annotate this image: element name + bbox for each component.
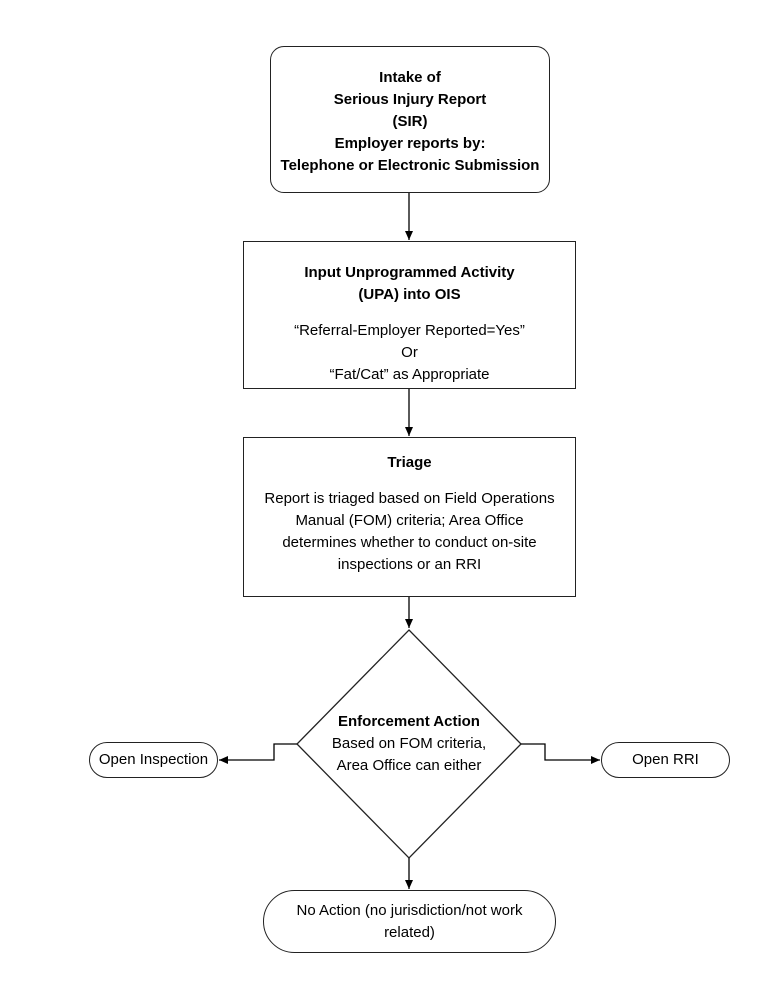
triage-text-2: Manual (FOM) criteria; Area Office	[295, 512, 524, 529]
no-action-node: No Action (no jurisdiction/not work rela…	[263, 890, 556, 953]
intake-title-3: (SIR)	[392, 113, 428, 130]
decision-title: Enforcement Action	[338, 713, 480, 730]
intake-title-5: Telephone or Electronic Submission	[280, 157, 540, 174]
upa-text-3: “Fat/Cat” as Appropriate	[329, 366, 490, 383]
triage-text-1: Report is triaged based on Field Operati…	[264, 490, 555, 507]
triage-title: Triage	[387, 454, 432, 471]
triage-text-3: determines whether to conduct on-site	[282, 534, 537, 551]
upa-text-2: Or	[401, 344, 418, 361]
triage-text-4: inspections or an RRI	[337, 556, 482, 573]
no-action-text-1: No Action (no jurisdiction/not work	[296, 902, 523, 919]
triage-box: Triage Report is triaged based on Field …	[243, 437, 576, 597]
decision-text-2: Area Office can either	[336, 757, 482, 774]
arrow-decision-to-inspection	[219, 743, 297, 764]
decision-text-1: Based on FOM criteria,	[331, 735, 487, 752]
intake-title-4: Employer reports by:	[334, 135, 486, 152]
decision-label: Enforcement Action Based on FOM criteria…	[309, 711, 509, 777]
arrow-decision-to-rri	[521, 743, 600, 764]
open-inspection-label: Open Inspection	[98, 751, 209, 768]
upa-title-2: (UPA) into OIS	[358, 286, 461, 303]
open-inspection-node: Open Inspection	[89, 742, 218, 778]
upa-box: Input Unprogrammed Activity (UPA) into O…	[243, 241, 576, 389]
open-rri-label: Open RRI	[632, 751, 699, 768]
open-rri-node: Open RRI	[601, 742, 730, 778]
upa-text-1: “Referral-Employer Reported=Yes”	[294, 322, 525, 339]
intake-box: Intake of Serious Injury Report (SIR) Em…	[270, 46, 550, 193]
intake-title-2: Serious Injury Report	[333, 91, 487, 108]
intake-title-1: Intake of	[379, 69, 441, 86]
upa-title-1: Input Unprogrammed Activity	[304, 264, 515, 281]
no-action-text-2: related)	[384, 924, 435, 941]
